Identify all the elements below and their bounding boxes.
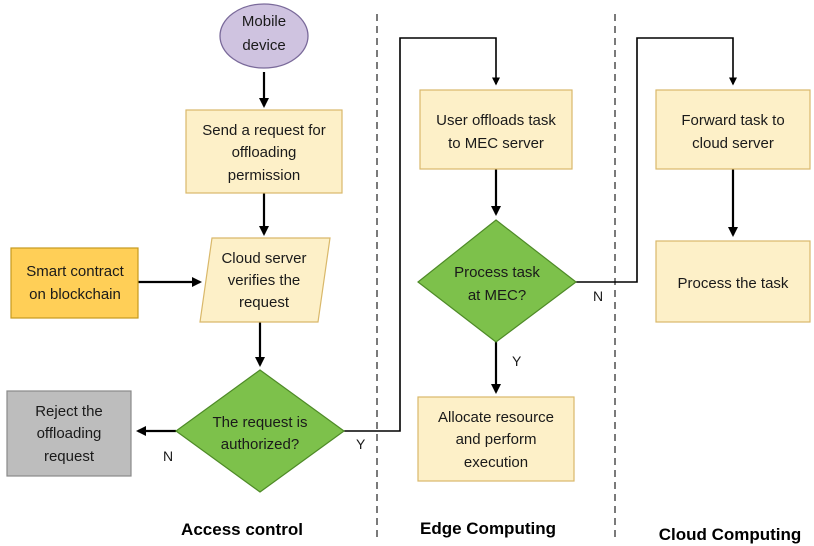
- reject-shape: [6, 390, 132, 477]
- process-task-line-1: Process the task: [678, 275, 789, 292]
- cloud-verify-line-2: verifies the: [228, 272, 301, 289]
- label-authorized-no: N: [163, 448, 173, 464]
- send-request-line-3: permission: [228, 167, 301, 184]
- section-edge-computing: Edge Computing: [420, 519, 556, 538]
- mec-decision-line-2: at MEC?: [468, 287, 526, 304]
- user-offloads-line-1: User offloads task: [436, 112, 556, 129]
- forward-node: Forward task to cloud server: [655, 89, 811, 170]
- allocate-node: Allocate resource and perform execution: [417, 396, 575, 482]
- user-offloads-node: User offloads task to MEC server: [419, 89, 573, 170]
- label-authorized-yes: Y: [356, 436, 366, 452]
- user-offloads-line-2: to MEC server: [448, 135, 544, 152]
- reject-node: Reject the offloading request: [6, 390, 132, 477]
- cloud-verify-shape: [199, 237, 331, 323]
- mec-decision-shape: [417, 219, 577, 343]
- authorized-decision-node: The request is authorized?: [174, 369, 346, 493]
- mec-decision-node: Process task at MEC?: [417, 219, 577, 343]
- send-request-line-1: Send a request for: [202, 122, 325, 139]
- process-task-shape: [655, 240, 811, 323]
- section-cloud-computing: Cloud Computing: [659, 525, 802, 544]
- forward-line-1: Forward task to: [681, 112, 784, 129]
- process-task-node: Process the task: [655, 240, 811, 323]
- reject-line-3: request: [44, 448, 95, 465]
- arrow-mec-to-forward: [576, 37, 737, 283]
- mec-decision-line-1: Process task: [454, 264, 540, 281]
- reject-line-1: Reject the: [35, 403, 103, 420]
- user-offloads-shape: [419, 89, 573, 170]
- allocate-line-1: Allocate resource: [438, 409, 554, 426]
- forward-line-2: cloud server: [692, 135, 774, 152]
- connectors: [136, 37, 738, 436]
- allocate-line-3: execution: [464, 454, 528, 471]
- mobile-device-shape: [219, 3, 309, 69]
- cloud-verify-line-3: request: [239, 294, 290, 311]
- authorized-line-1: The request is: [212, 414, 307, 431]
- send-request-shape: [185, 109, 343, 194]
- send-request-line-2: offloading: [232, 144, 297, 161]
- cloud-verify-node: Cloud server verifies the request: [199, 237, 331, 323]
- smart-contract-shape: [10, 247, 139, 319]
- mobile-device-line-2: device: [242, 37, 285, 54]
- smart-contract-node: Smart contract on blockchain: [10, 247, 139, 319]
- cloud-verify-line-1: Cloud server: [221, 250, 306, 267]
- mobile-device-node: Mobile device: [219, 3, 309, 69]
- smart-contract-line-2: on blockchain: [29, 286, 121, 303]
- reject-line-2: offloading: [37, 425, 102, 442]
- allocate-line-2: and perform: [456, 431, 537, 448]
- allocate-shape: [417, 396, 575, 482]
- mobile-device-line-1: Mobile: [242, 13, 286, 30]
- send-request-node: Send a request for offloading permission: [185, 109, 343, 194]
- label-mec-yes: Y: [512, 353, 522, 369]
- label-mec-no: N: [593, 288, 603, 304]
- authorized-line-2: authorized?: [221, 436, 299, 453]
- smart-contract-line-1: Smart contract: [26, 263, 124, 280]
- section-access-control: Access control: [181, 520, 303, 539]
- arrow-authorized-to-offload: [344, 37, 500, 432]
- authorized-decision-shape: [174, 369, 346, 493]
- forward-shape: [655, 89, 811, 170]
